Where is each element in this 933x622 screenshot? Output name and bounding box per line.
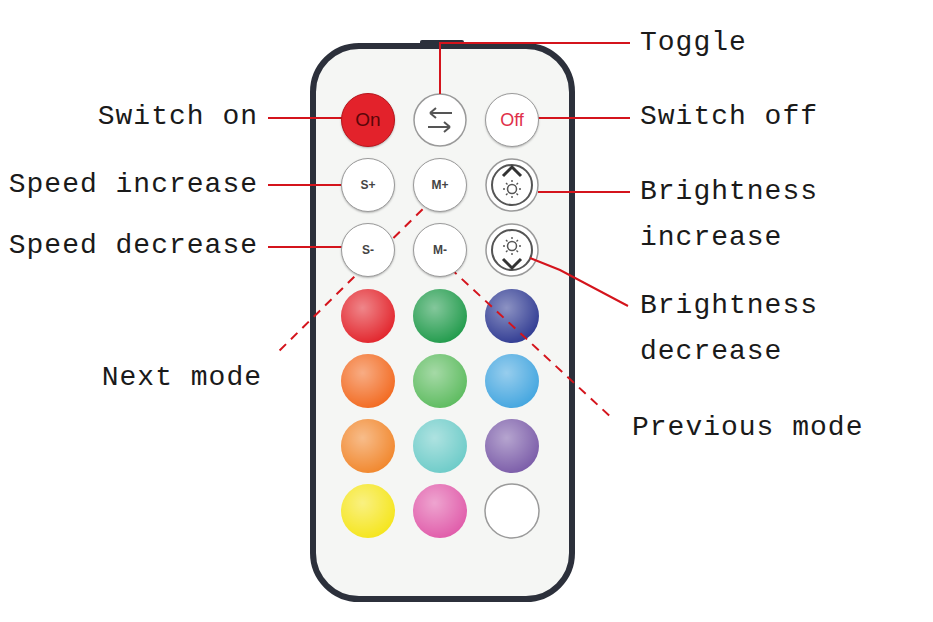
button-text: S+ xyxy=(360,178,375,192)
next-mode-label: Next mode xyxy=(102,355,262,401)
brightness-down-button xyxy=(486,224,538,276)
switch-on-label: Switch on xyxy=(98,94,258,140)
off-button: Off xyxy=(485,93,539,147)
switch-off-label: Switch off xyxy=(640,94,818,140)
remote-body xyxy=(313,46,572,599)
toggle-button xyxy=(414,94,466,146)
speed-down-button: S- xyxy=(341,223,395,277)
button-text: Off xyxy=(500,110,524,131)
previous-mode-label: Previous mode xyxy=(632,405,863,451)
leader-lines xyxy=(268,43,630,420)
speed-decrease-label: Speed decrease xyxy=(9,223,258,269)
brightness-increase-label: Brightness increase xyxy=(640,169,845,261)
on-button: On xyxy=(341,93,395,147)
brightness-decrease-label: Brightness decrease xyxy=(640,283,845,375)
speed-increase-label: Speed increase xyxy=(9,162,258,208)
color-buttons xyxy=(341,289,539,538)
button-text: S- xyxy=(362,243,374,257)
button-text: M- xyxy=(433,243,447,257)
mode-next-button: M+ xyxy=(413,158,467,212)
speed-up-button: S+ xyxy=(341,158,395,212)
button-text: M+ xyxy=(431,178,448,192)
button-text: On xyxy=(355,109,380,131)
brightness-up-button xyxy=(486,159,538,211)
toggle-label: Toggle xyxy=(640,20,747,66)
mode-prev-button: M- xyxy=(413,223,467,277)
